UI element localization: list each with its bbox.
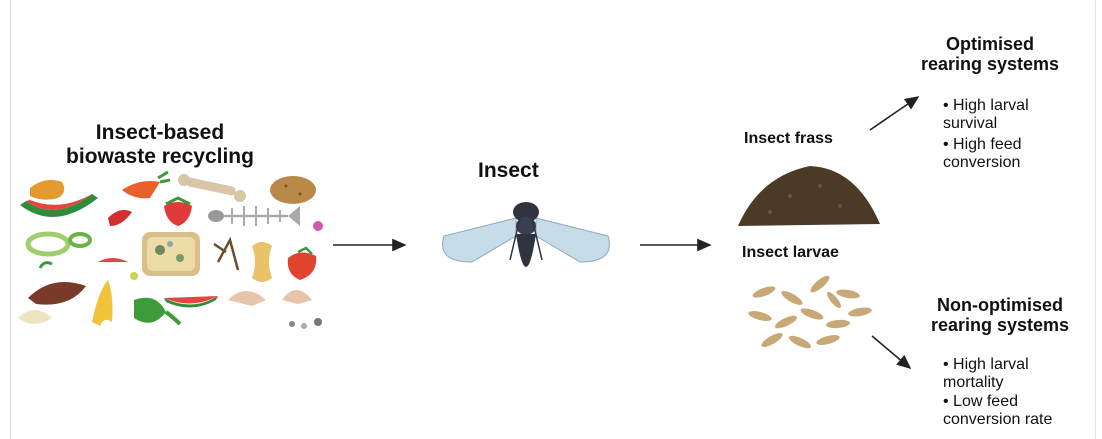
larvae-icon [747,273,872,350]
frass-pile-icon [738,166,880,226]
arrow-to-non-optimised [872,336,910,368]
arrow-to-optimised [870,97,918,130]
food-waste-collage-icon [18,172,323,329]
fly-icon [443,202,610,267]
